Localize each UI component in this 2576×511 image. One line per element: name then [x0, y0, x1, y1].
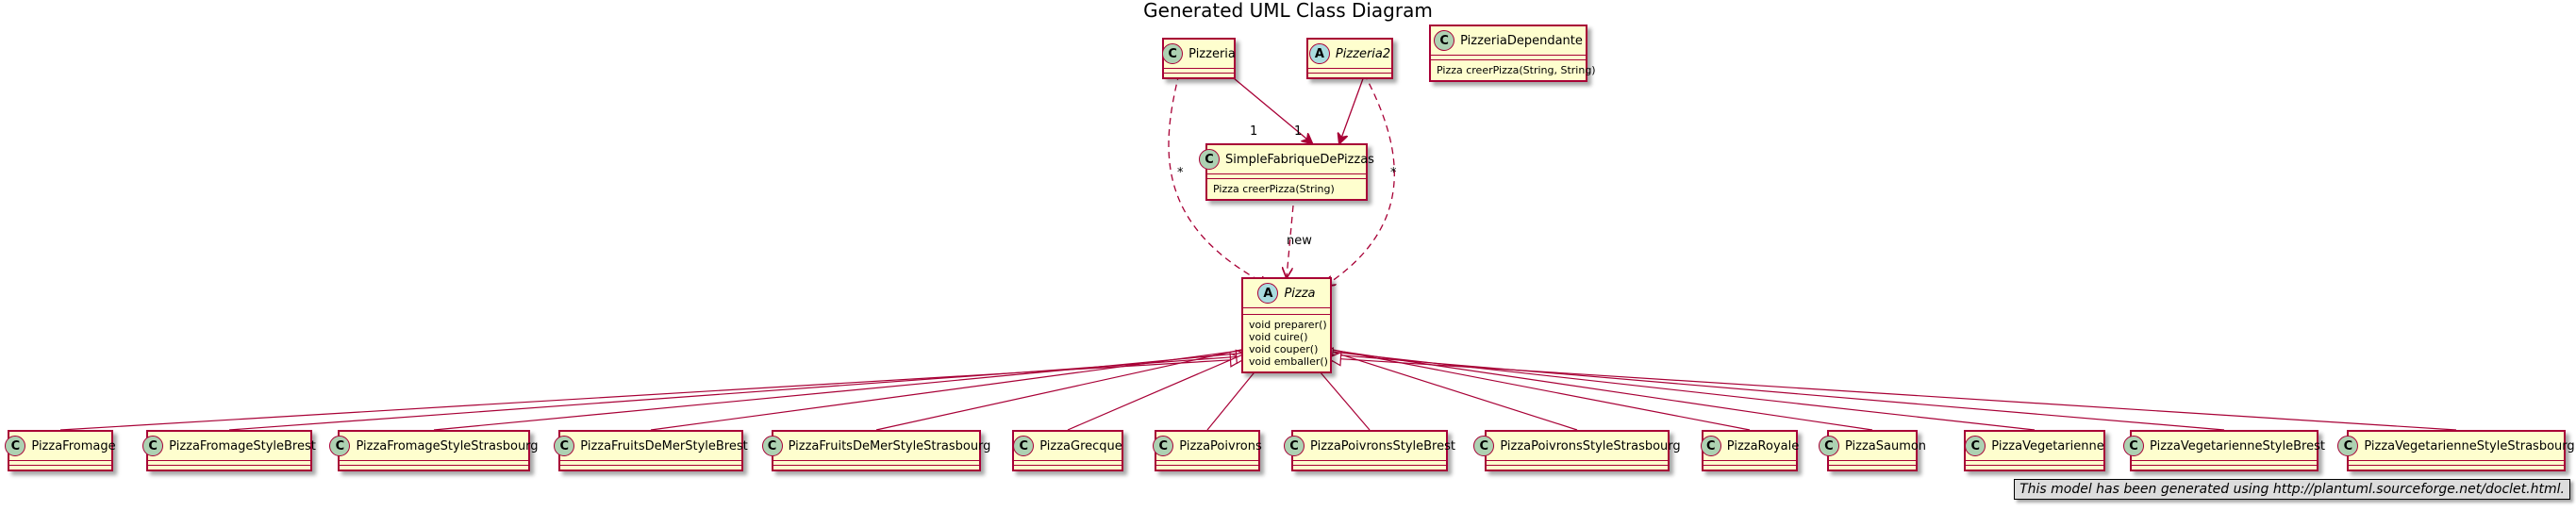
class-icon: C [5, 436, 26, 456]
class-pizza-royale[interactable]: C PizzaRoyale [1700, 430, 1800, 471]
class-pizza-vegetarienne[interactable]: C PizzaVegetarienne [1964, 430, 2105, 471]
class-icon: C [1818, 436, 1839, 456]
class-icon: C [1700, 436, 1721, 456]
class-pizzeria2[interactable]: A Pizzeria2 [1306, 38, 1393, 79]
inheritance-line [1308, 343, 1578, 431]
multiplicity-label: 1 [1250, 124, 1258, 139]
dependency-star-label: * [1177, 166, 1184, 180]
abstract-class-icon: A [1257, 283, 1279, 304]
class-name: PizzaSaumon [1844, 438, 1927, 453]
class-icon: C [1153, 436, 1174, 456]
class-name: PizzaPoivrons [1179, 438, 1262, 453]
class-pizza-fromage-style-brest[interactable]: C PizzaFromageStyleBrest [142, 430, 316, 471]
class-name: PizzaPoivronsStyleBrest [1310, 438, 1455, 453]
diagram-title: Generated UML Class Diagram [1143, 0, 1433, 22]
class-simple-fabrique[interactable]: C SimpleFabriqueDePizzas Pizza creerPizza… [1199, 143, 1374, 201]
dep-fabrique-pizza [1287, 205, 1294, 277]
abstract-class-icon: A [1308, 43, 1330, 64]
method: void emballer() [1249, 355, 1328, 368]
class-name: PizzaFromageStyleBrest [169, 438, 316, 453]
class-name: Pizza [1284, 286, 1316, 301]
class-name: PizzaFromage [31, 438, 116, 453]
inheritance-line [228, 355, 1237, 431]
class-name: PizzaFruitsDeMerStyleBrest [580, 438, 748, 453]
class-icon: C [1013, 436, 1035, 456]
class-icon: C [1284, 436, 1305, 456]
class-pizza-grecque[interactable]: C PizzaGrecque [1012, 430, 1123, 471]
class-name: SimpleFabriqueDePizzas [1225, 152, 1374, 167]
dep-pizzeria-pizza [1168, 73, 1269, 286]
class-pizza-saumon[interactable]: C PizzaSaumon [1818, 430, 1926, 471]
class-pizza-fruits-de-mer-style-brest[interactable]: C PizzaFruitsDeMerStyleBrest [554, 430, 748, 471]
method: Pizza creerPizza(String) [1213, 183, 1335, 195]
class-icon: C [2123, 436, 2145, 456]
dependency-new-label: new [1287, 234, 1312, 248]
method: void cuire() [1249, 331, 1308, 343]
inheritance-line [650, 348, 1252, 431]
footer-note: This model has been generated using http… [2014, 479, 2570, 500]
class-name: PizzaFromageStyleStrasbourg [356, 438, 539, 453]
class-name: PizzeriaDependante [1460, 33, 1583, 48]
multiplicity-label: 1 [1294, 124, 1303, 139]
class-name: PizzaVegetarienneStyleBrest [2150, 438, 2325, 453]
class-pizzeria-dependante[interactable]: C PizzeriaDependante Pizza creerPizza(Str… [1429, 25, 1596, 82]
class-name: PizzaVegetarienne [1991, 438, 2104, 453]
class-icon: C [554, 436, 575, 456]
class-name: Pizzeria [1188, 46, 1236, 61]
class-pizza-vegetarienne-style-strasbourg[interactable]: C PizzaVegetarienneStyleStrasbourg [2337, 430, 2575, 471]
assoc-pizzeria2-fabrique [1339, 73, 1366, 143]
class-icon: C [1434, 30, 1455, 51]
class-name: PizzaGrecque [1039, 438, 1122, 453]
class-pizza-fromage-style-strasbourg[interactable]: C PizzaFromageStyleStrasbourg [329, 430, 539, 471]
inheritance-arrowhead [1326, 351, 1342, 367]
class-icon: C [329, 436, 351, 456]
class-name: PizzaPoivronsStyleStrasbourg [1500, 438, 1681, 453]
class-icon: C [1965, 436, 1986, 456]
inheritance-line [1067, 343, 1268, 431]
class-pizza-fromage[interactable]: C PizzaFromage [5, 430, 116, 471]
class-pizza-vegetarienne-style-brest[interactable]: C PizzaVegetarienneStyleBrest [2123, 430, 2325, 471]
class-pizza-poivrons-style-strasbourg[interactable]: C PizzaPoivronsStyleStrasbourg [1473, 430, 1681, 471]
class-pizzeria[interactable]: C Pizzeria [1162, 38, 1236, 79]
class-icon: C [2337, 436, 2359, 456]
class-pizza-poivrons-style-brest[interactable]: C PizzaPoivronsStyleBrest [1284, 430, 1455, 471]
class-name: PizzaVegetarienneStyleStrasbourg [2364, 438, 2575, 453]
class-icon: C [1473, 436, 1495, 456]
method: Pizza creerPizza(String, String) [1437, 64, 1596, 76]
class-name: PizzaFruitsDeMerStyleStrasbourg [788, 438, 991, 453]
class-name: Pizzeria2 [1335, 46, 1391, 61]
class-icon: C [142, 436, 164, 456]
class-icon: C [1162, 43, 1184, 64]
class-name: PizzaRoyale [1726, 438, 1800, 453]
class-icon: C [761, 436, 783, 456]
inheritance-line [875, 345, 1260, 431]
class-icon: C [1199, 149, 1221, 170]
inheritance-line [1332, 354, 2225, 431]
method: void preparer() [1249, 319, 1327, 331]
class-pizza-fruits-de-mer-style-strasbourg[interactable]: C PizzaFruitsDeMerStyleStrasbourg [761, 430, 990, 471]
dependency-star-label: * [1390, 166, 1397, 180]
class-pizza[interactable]: A Pizza void preparer() void cuire() void… [1241, 277, 1332, 373]
method: void couper() [1249, 343, 1319, 355]
inheritance-line [1315, 345, 1751, 431]
class-pizza-poivrons[interactable]: C PizzaPoivrons [1153, 430, 1262, 471]
inheritance-line [433, 352, 1244, 431]
dep-pizzeria2-pizza [1325, 73, 1395, 286]
inheritance-line [1320, 347, 1873, 431]
inheritance-line [1340, 358, 2457, 431]
assoc-pizzeria-fabrique [1227, 73, 1312, 143]
